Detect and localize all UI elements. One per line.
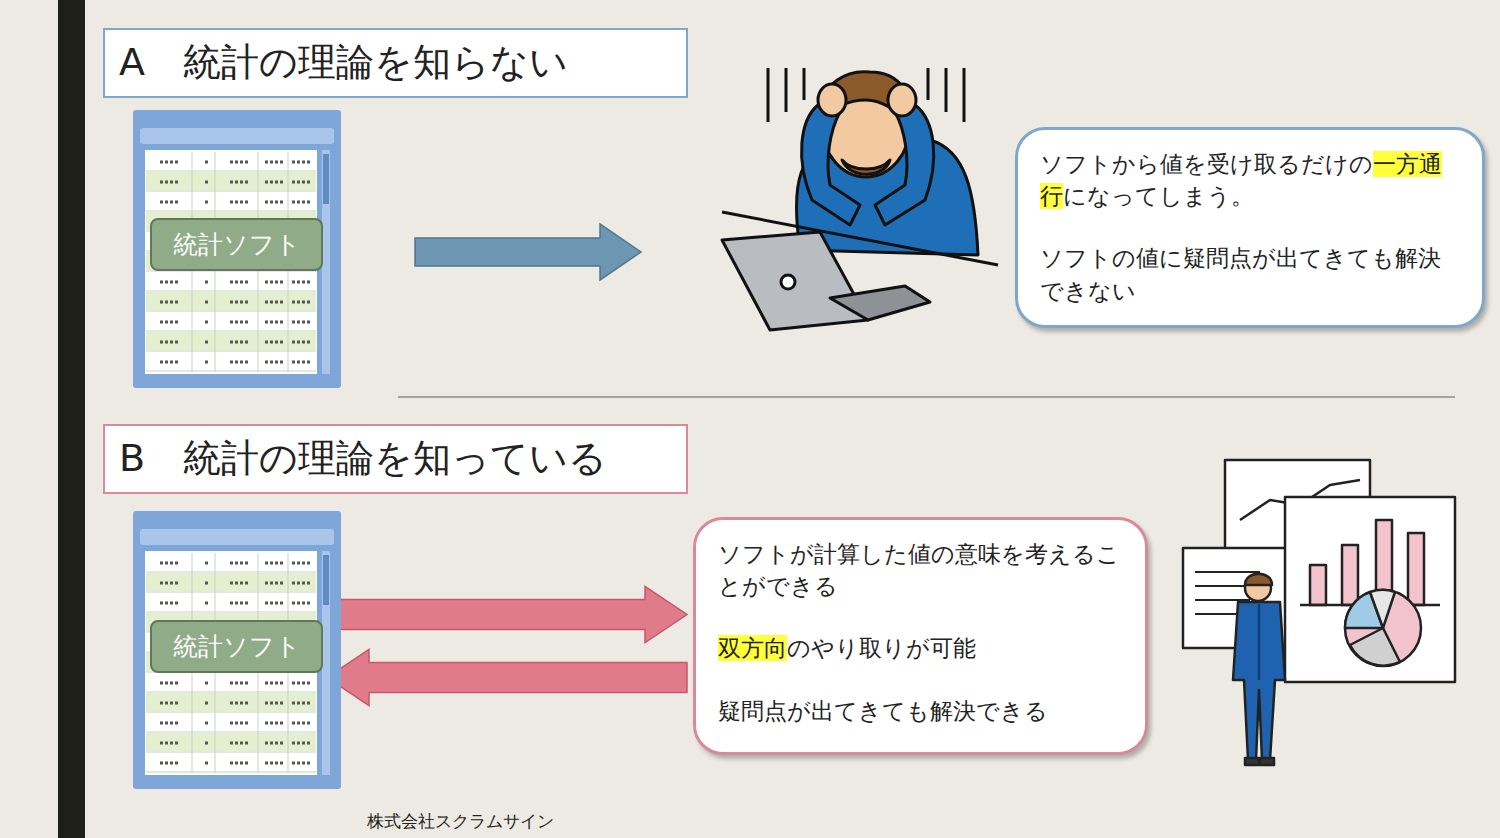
node-text: A 統計の理論を知らない bbox=[119, 40, 672, 86]
node-text: 統計ソフト bbox=[158, 630, 315, 663]
node-text: ソフトから値を受け取るだけの一方通行になってしまう。 bbox=[1040, 148, 1460, 212]
spreadsheet-icon bbox=[133, 110, 341, 388]
node-text: 疑問点が出てきても解決できる bbox=[718, 695, 1123, 727]
two-way-arrow bbox=[327, 650, 687, 706]
analyst-with-charts bbox=[1183, 460, 1455, 765]
speech-bubble: ソフトが計算した値の意味を考えることができる双方向のやり取りが可能疑問点が出てき… bbox=[693, 517, 1148, 755]
side-bar bbox=[58, 0, 85, 838]
node-text: ソフトが計算した値の意味を考えることができる bbox=[718, 538, 1123, 602]
node-text: 統計ソフト bbox=[158, 228, 315, 261]
node-text: 双方向のやり取りが可能 bbox=[718, 632, 1123, 664]
title-box: A 統計の理論を知らない bbox=[103, 28, 688, 98]
title-box: B 統計の理論を知っている bbox=[103, 424, 688, 494]
spreadsheet-icon bbox=[133, 511, 341, 789]
divider-line bbox=[398, 396, 1455, 398]
one-way-arrow bbox=[415, 224, 641, 280]
footer-credit: 株式会社スクラムサイン bbox=[367, 810, 554, 833]
software-label: 統計ソフト bbox=[150, 620, 323, 673]
stressed-person bbox=[722, 68, 998, 330]
node-text: B 統計の理論を知っている bbox=[119, 436, 672, 482]
node-text: ソフトの値に疑問点が出てきても解決できない bbox=[1040, 242, 1460, 306]
two-way-arrow bbox=[327, 587, 687, 643]
software-label: 統計ソフト bbox=[150, 218, 323, 271]
speech-bubble: ソフトから値を受け取るだけの一方通行になってしまう。ソフトの値に疑問点が出てきて… bbox=[1015, 127, 1485, 328]
